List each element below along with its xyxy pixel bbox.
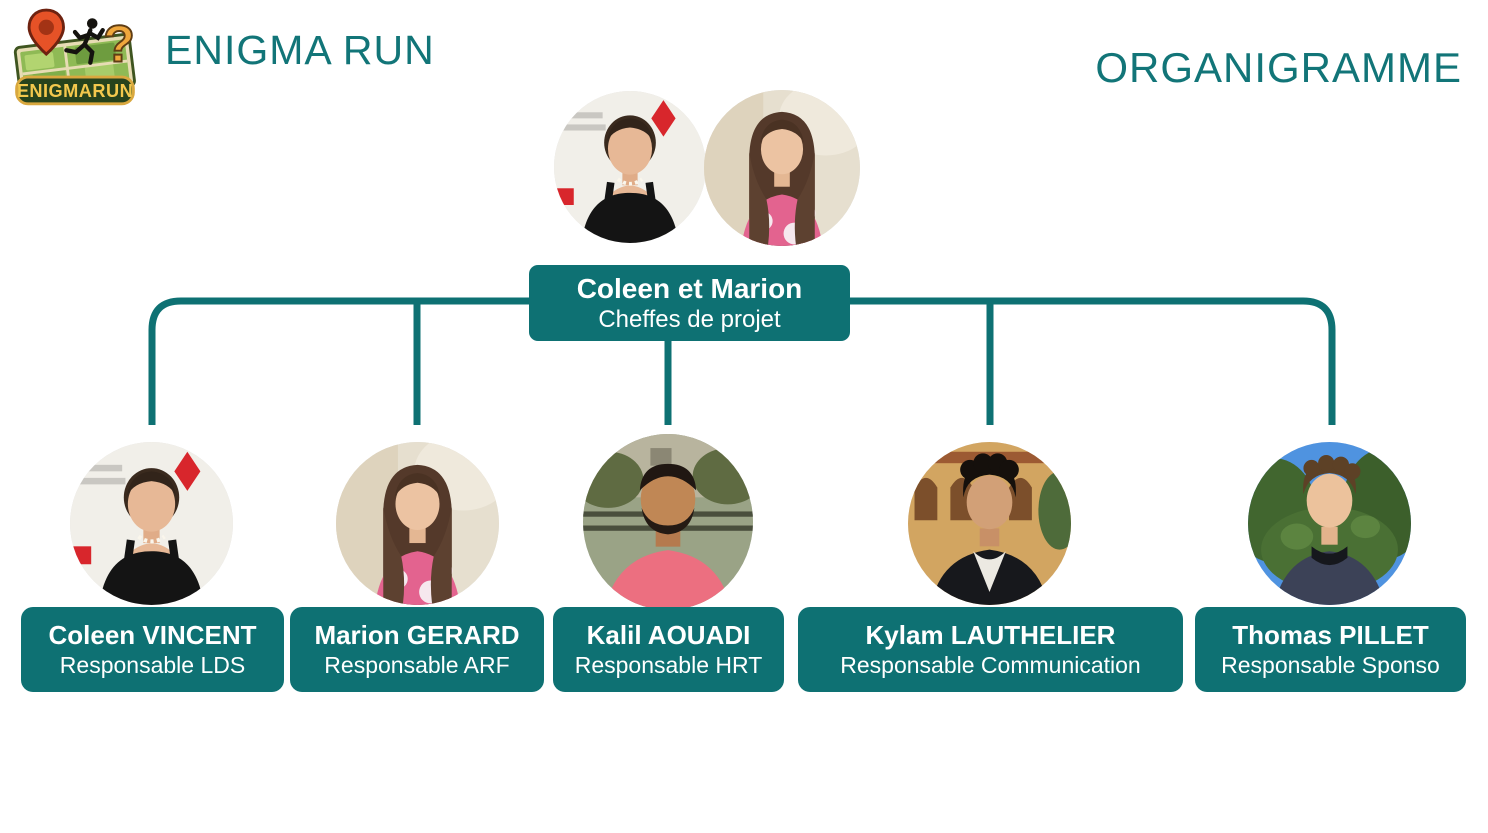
avatar-thomas-pillet — [1248, 442, 1411, 605]
member-node-box: Kalil AOUADI Responsable HRT — [553, 607, 784, 692]
avatar-coleen-vincent — [70, 442, 233, 605]
avatar-coleen-root — [554, 91, 706, 243]
question-mark-icon: ? — [103, 15, 135, 73]
logo-banner-text: ENIGMARUN — [17, 81, 133, 101]
member-name: Kalil AOUADI — [586, 620, 751, 651]
member-role: Responsable HRT — [574, 651, 763, 678]
runner-icon — [64, 18, 105, 65]
member-role: Responsable Communication — [840, 651, 1141, 678]
member-node-box: Kylam LAUTHELIER Responsable Communicati… — [798, 607, 1183, 692]
avatar-kalil-aouadi — [583, 434, 753, 610]
root-node-box: Coleen et Marion Cheffes de projet — [529, 265, 850, 341]
avatar-marion-root — [704, 90, 860, 246]
enigmarun-logo-graphic: ENIGMARUN ? — [13, 8, 136, 106]
member-node-box: Coleen VINCENT Responsable LDS — [21, 607, 284, 692]
root-node-role: Cheffes de projet — [598, 305, 781, 333]
brand-title: ENIGMA RUN — [165, 27, 435, 73]
member-node-box: Thomas PILLET Responsable Sponso — [1195, 607, 1466, 692]
member-role: Responsable Sponso — [1221, 651, 1440, 678]
member-node-box: Marion GERARD Responsable ARF — [290, 607, 544, 692]
logo-banner — [15, 75, 135, 106]
root-node-name: Coleen et Marion — [576, 273, 803, 305]
map-pin-icon — [27, 8, 65, 56]
enigmarun-logo: ENIGMARUN ? — [8, 4, 142, 108]
member-name: Marion GERARD — [314, 620, 520, 651]
member-role: Responsable ARF — [324, 651, 510, 678]
avatar-kylam-lauthelier — [908, 442, 1071, 605]
page-title: ORGANIGRAMME — [1095, 44, 1462, 91]
member-name: Coleen VINCENT — [48, 620, 257, 651]
member-name: Kylam LAUTHELIER — [865, 620, 1116, 651]
avatar-marion-gerard — [336, 442, 499, 605]
member-name: Thomas PILLET — [1232, 620, 1429, 651]
member-role: Responsable LDS — [59, 651, 246, 678]
